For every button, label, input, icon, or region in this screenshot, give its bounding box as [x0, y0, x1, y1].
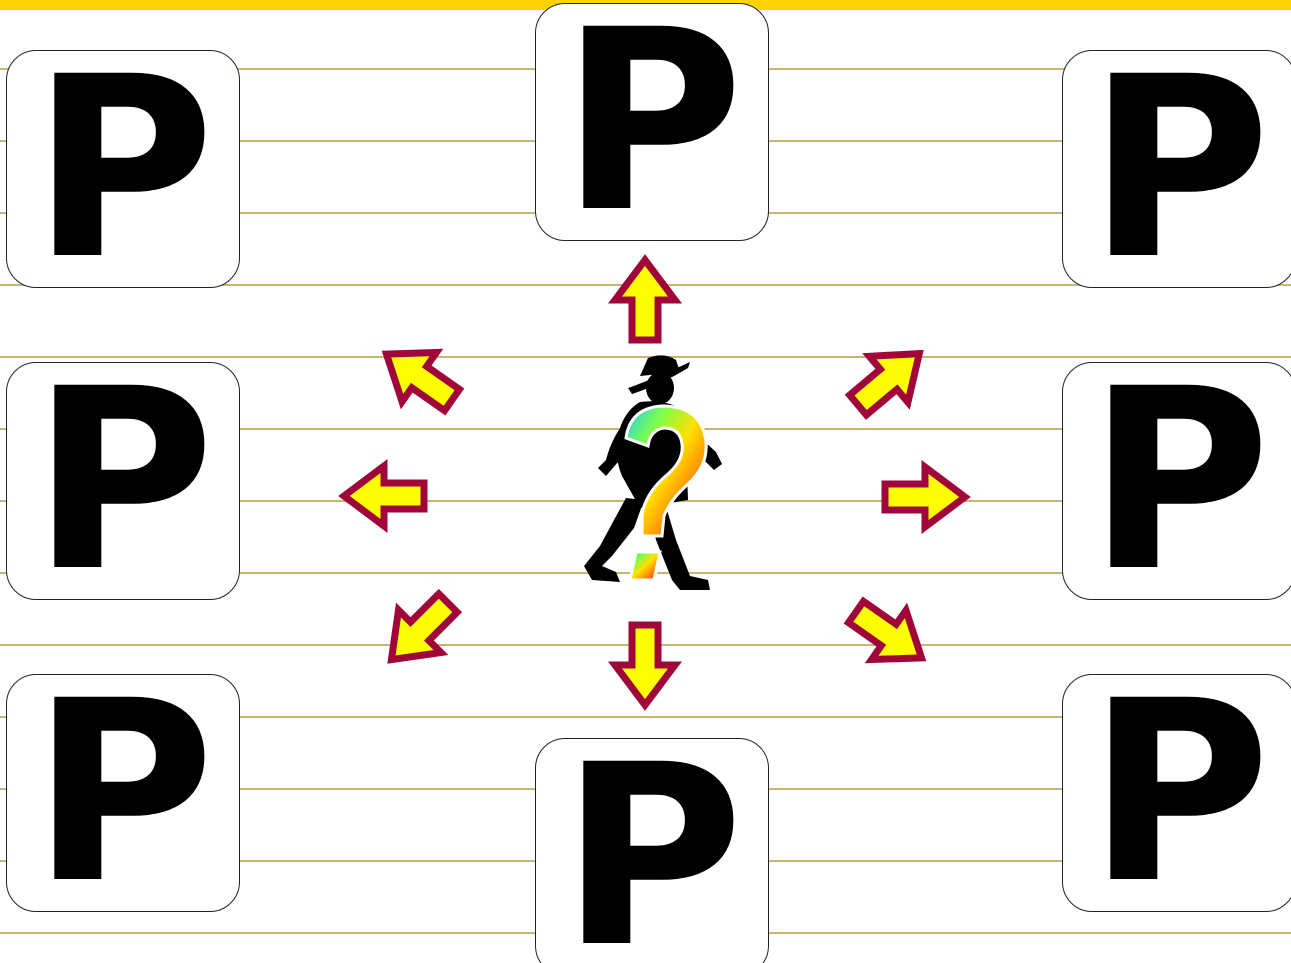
slide-canvas: P P P P P P P P — [0, 0, 1291, 963]
walking-man-with-question-mark-icon — [0, 0, 1291, 963]
